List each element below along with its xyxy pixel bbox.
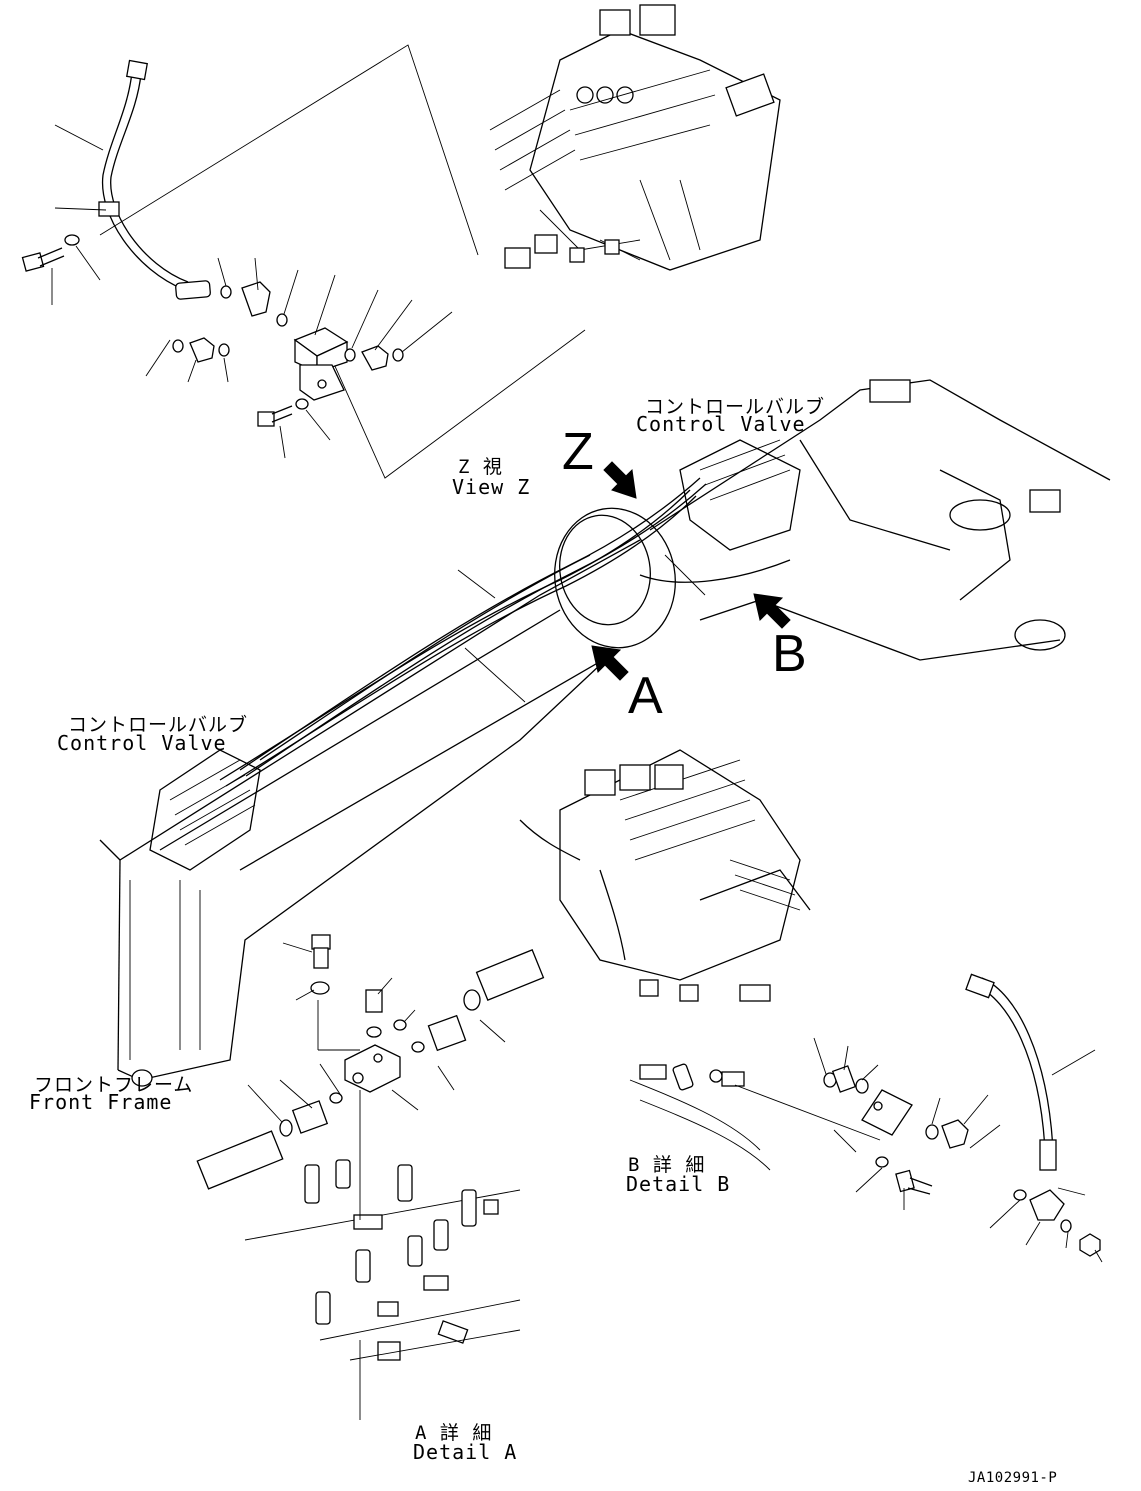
- detail-a-group: [196, 934, 545, 1420]
- detail-b-label-en: Detail B: [626, 1172, 731, 1196]
- detail-a-label-jp: A 詳 細: [415, 1422, 493, 1444]
- control-valve-lower-picture: [519, 749, 811, 1002]
- arrow-z-icon: [603, 461, 637, 499]
- view-z-label-jp: Z 視: [458, 456, 503, 478]
- view-z-label-en: View Z: [452, 475, 531, 499]
- control-valve-left-label-en: Control Valve: [57, 731, 227, 755]
- arrow-b-icon: [753, 593, 791, 629]
- z-callout-letter: Z: [562, 423, 594, 481]
- front-frame-label-jp: フロントフレーム: [34, 1074, 194, 1096]
- control-valve-left-label-jp: コントロールバルブ: [68, 714, 249, 736]
- detail-b-label-jp: B 詳 細: [628, 1154, 706, 1176]
- control-valve-top-label-jp: コントロールバルブ: [645, 396, 826, 418]
- b-callout-letter: B: [772, 625, 807, 683]
- drawing-code: JA102991-P: [968, 1470, 1058, 1486]
- front-frame-label-en: Front Frame: [29, 1090, 173, 1114]
- detail-a-label-en: Detail A: [413, 1440, 518, 1464]
- arrow-a-icon: [591, 645, 629, 681]
- control-valve-upper-picture: [489, 4, 781, 271]
- detail-b-group: [629, 973, 1103, 1263]
- front-frame-and-chassis: [99, 379, 1111, 1087]
- control-valve-top-label-en: Control Valve: [636, 412, 806, 436]
- a-callout-letter: A: [628, 667, 663, 725]
- view-z-inset: [21, 44, 586, 479]
